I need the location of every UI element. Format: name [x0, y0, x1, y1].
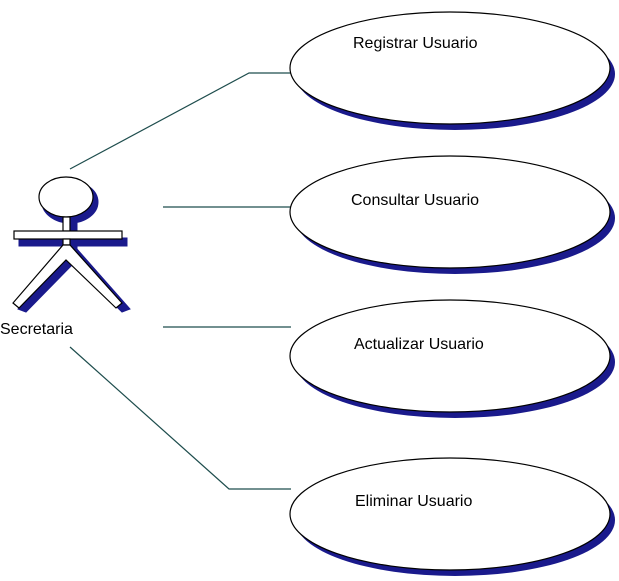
actor-legs: [12, 244, 123, 309]
actor-secretaria[interactable]: Secretaria: [0, 176, 131, 338]
use-case-label: Eliminar Usuario: [355, 493, 472, 510]
actor-name: Secretaria: [0, 321, 73, 338]
use-case-ellipse: [289, 457, 611, 571]
actor-body: [62, 238, 71, 246]
use-case-ellipse: [289, 155, 611, 269]
use-case-label: Actualizar Usuario: [354, 336, 484, 353]
association-registrar: [69, 72, 291, 170]
use-case-label: Registrar Usuario: [353, 35, 478, 52]
use-case-eliminar-usuario[interactable]: Eliminar Usuario: [289, 457, 615, 576]
actor-figure: [12, 176, 123, 309]
use-case-ellipse: [289, 11, 611, 125]
actor-arms: [13, 230, 123, 240]
actor-neck: [62, 216, 71, 232]
use-case-consultar-usuario[interactable]: Consultar Usuario: [289, 155, 615, 274]
actor-head: [38, 176, 94, 218]
use-case-registrar-usuario[interactable]: Registrar Usuario: [289, 11, 615, 130]
use-case-label: Consultar Usuario: [351, 192, 479, 209]
use-case-ellipse: [289, 299, 611, 413]
use-case-actualizar-usuario[interactable]: Actualizar Usuario: [289, 299, 615, 418]
association-eliminar: [69, 346, 291, 490]
association-lines: [69, 72, 291, 490]
